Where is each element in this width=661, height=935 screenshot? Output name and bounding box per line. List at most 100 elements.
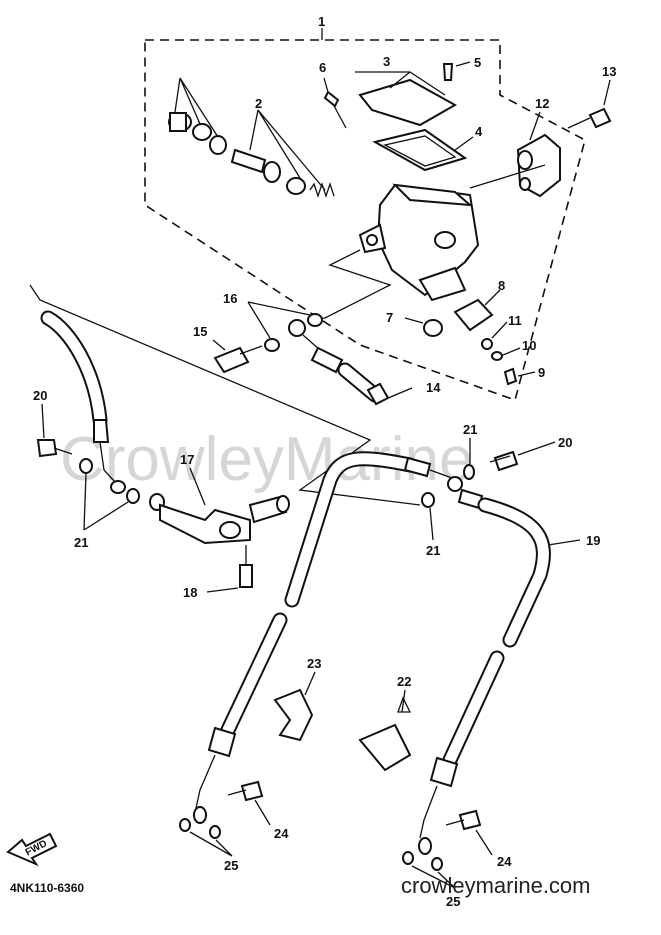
bolt-24-right-shank <box>445 819 465 826</box>
lower-right-fitting <box>429 756 459 788</box>
piston-kit <box>168 112 335 199</box>
callout-1: 1 <box>318 14 325 29</box>
leader-13 <box>603 79 611 106</box>
leader-16 <box>247 301 311 339</box>
leader-22 <box>401 689 406 713</box>
screw-5 <box>442 63 454 81</box>
washer-25d <box>431 857 443 871</box>
left-hose-fitting <box>93 419 110 443</box>
bolt-24-left-shank <box>227 789 247 796</box>
leader-4 <box>454 136 474 151</box>
leader-6 <box>323 77 329 93</box>
push-rod-6 <box>323 90 340 108</box>
leader-24-left <box>254 799 271 826</box>
site-url: crowleymarine.com <box>401 873 591 898</box>
callout-6: 6 <box>319 60 326 75</box>
washer-21c <box>463 464 475 480</box>
lower-right-eye <box>418 837 432 855</box>
washer-16b <box>307 313 323 327</box>
callout-9: 9 <box>538 365 545 380</box>
callout-16: 16 <box>223 291 237 306</box>
pivot-7 <box>423 319 443 337</box>
lower-right-pipe <box>419 785 438 839</box>
leader-21-left <box>83 473 129 531</box>
leader-3b <box>389 71 411 89</box>
hose-19-pipe <box>429 469 453 479</box>
holder-12 <box>516 133 561 198</box>
callout-2: 2 <box>255 96 262 111</box>
diagram-code: 4NK110-6360 <box>10 881 84 895</box>
hose-14-eye <box>288 319 306 337</box>
bolt-24-right <box>458 809 482 831</box>
bolt-15-shank <box>239 345 263 355</box>
callout-19: 19 <box>586 533 600 548</box>
callout-25-right: 25 <box>446 894 460 909</box>
reservoir-cap <box>358 78 458 127</box>
leader-25-left <box>189 831 233 857</box>
leader-24-right <box>475 829 493 856</box>
callout-21-left: 21 <box>74 535 88 550</box>
bolt-20-left-shank <box>53 447 73 455</box>
callout-4: 4 <box>475 124 483 139</box>
callout-21-upper: 21 <box>463 422 477 437</box>
bolt-20-right <box>493 450 519 472</box>
assembly-boundary <box>144 39 586 402</box>
callout-25-left: 25 <box>224 858 238 873</box>
callout-24-right: 24 <box>497 854 512 869</box>
centerline-12 <box>469 164 546 189</box>
leader-10 <box>502 347 521 356</box>
clamp-22 <box>358 723 412 772</box>
leader-8 <box>484 289 501 306</box>
bolt-20-left <box>36 439 58 458</box>
washer-21b <box>126 488 140 504</box>
left-hose-pipe <box>99 441 116 483</box>
callout-20-right: 20 <box>558 435 572 450</box>
leader-17 <box>189 467 206 506</box>
hose-19-eye <box>447 476 463 492</box>
leader-5 <box>455 61 471 67</box>
washer-21a <box>79 458 93 474</box>
leader-20-right <box>517 441 556 456</box>
master-cylinder-body <box>358 183 480 302</box>
bolt-24-left <box>240 780 264 802</box>
clamp-23 <box>273 688 314 742</box>
brake-switch-8 <box>453 298 494 332</box>
leader-23 <box>304 671 316 696</box>
callout-13: 13 <box>602 64 616 79</box>
callout-22: 22 <box>397 674 411 689</box>
callout-8: 8 <box>498 278 505 293</box>
callout-10: 10 <box>522 338 536 353</box>
leader-7 <box>404 317 424 324</box>
screw-9 <box>503 367 518 386</box>
washer-16a <box>264 338 280 352</box>
clip-11 <box>481 338 493 350</box>
callout-21-lower: 21 <box>426 543 440 558</box>
washer-25b <box>209 825 221 839</box>
washer-21d <box>421 492 435 508</box>
lower-left-eye <box>193 806 207 824</box>
callout-15: 15 <box>193 324 207 339</box>
leader-14 <box>387 387 413 399</box>
leader-12 <box>529 111 541 141</box>
leader-15 <box>212 339 226 351</box>
clamp-22-tab <box>397 696 412 713</box>
bolt-13-shank <box>567 117 591 129</box>
fwd-arrow-icon: FWD <box>6 832 58 867</box>
callout-5: 5 <box>474 55 481 70</box>
washer-25c <box>402 851 414 865</box>
leader-18 <box>206 587 239 593</box>
hose-19-left-fitting <box>403 456 432 478</box>
callout-3: 3 <box>383 54 390 69</box>
leader-21-lower <box>429 507 434 541</box>
leader-25-right <box>411 865 456 889</box>
union-bolt-15 <box>213 346 250 374</box>
callout-23: 23 <box>307 656 321 671</box>
hose-14-fitting <box>310 346 344 374</box>
routing-line-16 <box>309 249 392 321</box>
bolt-13 <box>588 107 612 129</box>
leader-20-left <box>41 403 45 439</box>
callout-12: 12 <box>535 96 549 111</box>
callout-11: 11 <box>508 313 522 328</box>
washer-25a <box>179 818 191 832</box>
